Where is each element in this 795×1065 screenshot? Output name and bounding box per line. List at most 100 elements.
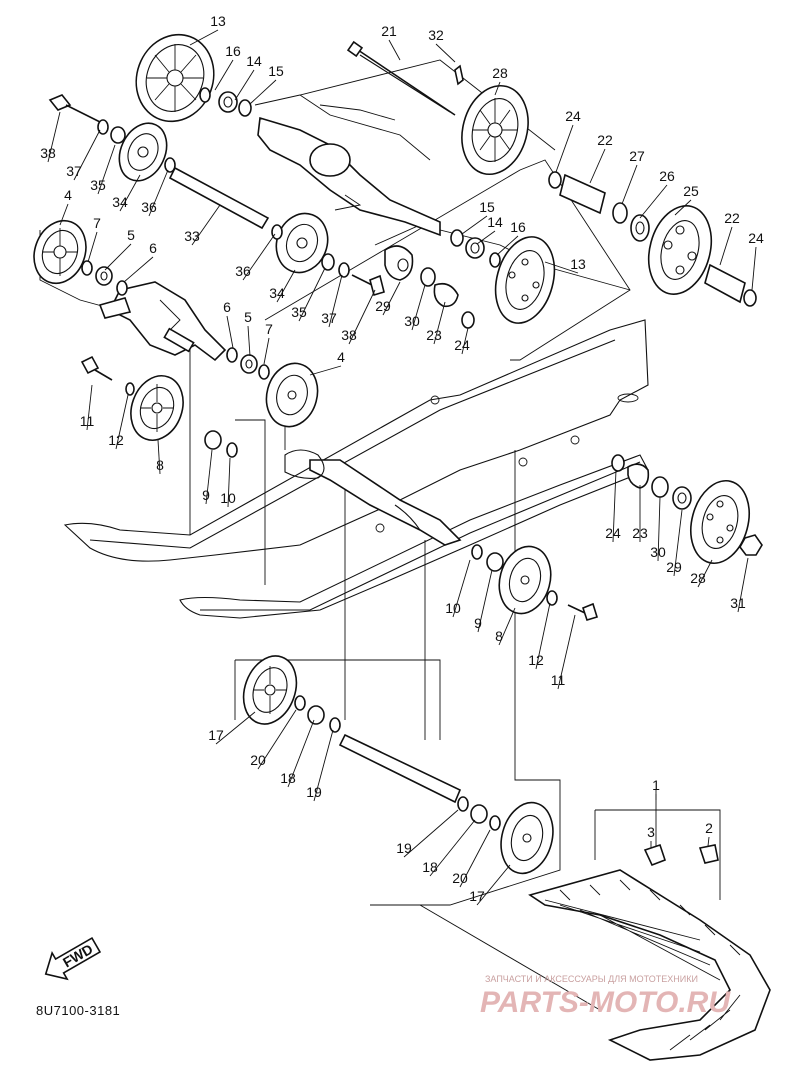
- callout-label-26: 26: [659, 168, 675, 184]
- shaft-33: [168, 166, 270, 230]
- callout-label-7: 7: [93, 215, 101, 231]
- callout-leader-35: [298, 267, 326, 322]
- callout-leader-31: [737, 557, 749, 613]
- callout-label-14: 14: [246, 53, 262, 69]
- callout-leader-36: [148, 169, 169, 217]
- fwd-arrow: FWD: [44, 936, 102, 981]
- callout-leader-10: [452, 559, 471, 618]
- center-shaft: [284, 449, 462, 546]
- callout-label-6: 6: [223, 299, 231, 315]
- wheel-13-top: [135, 33, 215, 123]
- callout-leader-16: [214, 59, 234, 91]
- callout-leader-23: [433, 301, 446, 345]
- callout-leader-6: [226, 315, 234, 349]
- callout-leader-34: [276, 269, 296, 303]
- small-hardware: [48, 64, 763, 867]
- callout-label-28: 28: [690, 570, 706, 586]
- callout-label-30: 30: [404, 313, 420, 329]
- callout-label-25: 25: [683, 183, 699, 199]
- callout-leader-14: [234, 69, 255, 101]
- callout-leader-14: [476, 230, 496, 245]
- callout-leader-24: [555, 124, 574, 173]
- callout-leader-20: [257, 709, 297, 770]
- callout-leader-15: [249, 79, 277, 105]
- callout-leader-5: [104, 243, 132, 271]
- callout-leaders: [47, 29, 757, 906]
- callout-label-37: 37: [321, 310, 337, 326]
- callout-leader-36: [242, 233, 276, 281]
- callout-label-9: 9: [474, 615, 482, 631]
- callout-label-5: 5: [127, 227, 135, 243]
- callout-leader-17: [476, 864, 511, 906]
- callout-label-6: 6: [149, 240, 157, 256]
- callout-leader-12: [535, 602, 551, 670]
- callout-label-4: 4: [64, 187, 72, 203]
- callout-label-35: 35: [90, 177, 106, 193]
- callout-leader-21: [388, 39, 401, 61]
- callout-label-9: 9: [202, 487, 210, 503]
- callout-label-35: 35: [291, 304, 307, 320]
- callout-leader-33: [191, 204, 221, 246]
- callout-label-15: 15: [479, 199, 495, 215]
- callout-leader-8: [498, 607, 516, 646]
- callout-leader-24: [461, 327, 469, 355]
- callout-label-12: 12: [108, 432, 124, 448]
- callout-label-11: 11: [80, 413, 95, 429]
- callout-leader-28: [494, 81, 501, 96]
- callout-leader-28: [697, 559, 713, 588]
- callout-label-32: 32: [428, 27, 444, 43]
- callout-leader-29: [382, 281, 401, 316]
- callout-label-17: 17: [469, 888, 485, 904]
- callout-label-24: 24: [454, 337, 470, 353]
- callout-label-20: 20: [452, 870, 468, 886]
- callout-leader-5: [247, 325, 251, 357]
- callout-label-14: 14: [487, 214, 503, 230]
- track-belt: [528, 869, 771, 1061]
- callout-leader-25: [674, 199, 692, 216]
- callout-leader-4: [59, 203, 69, 226]
- callout-leader-37: [73, 129, 101, 181]
- callout-leader-38: [348, 289, 376, 345]
- callout-leader-18: [429, 819, 476, 877]
- slide-rail-lower: [179, 454, 649, 619]
- callout-label-13: 13: [570, 256, 586, 272]
- document-code: 8U7100-3181: [36, 1003, 120, 1018]
- callout-leader-13: [189, 29, 219, 46]
- callout-leader-30: [657, 496, 661, 562]
- callout-leader-26: [639, 184, 668, 219]
- callout-label-38: 38: [341, 327, 357, 343]
- wheel-17-left: [242, 655, 298, 725]
- callout-leader-34: [119, 174, 141, 212]
- callout-label-19: 19: [306, 784, 322, 800]
- rear-arm: [98, 281, 227, 362]
- callout-label-34: 34: [269, 285, 285, 301]
- callout-leader-4: [309, 365, 342, 376]
- callout-label-34: 34: [112, 194, 128, 210]
- wheel-28-right: [690, 479, 750, 565]
- callout-label-33: 33: [184, 228, 200, 244]
- callout-leader-29: [673, 509, 683, 577]
- callout-label-24: 24: [748, 230, 764, 246]
- callout-leader-15: [461, 215, 488, 235]
- wheel-4-mid: [265, 362, 319, 428]
- callout-label-20: 20: [250, 752, 266, 768]
- callout-leader-17: [215, 711, 256, 745]
- wheel-25: [647, 205, 713, 295]
- callout-label-8: 8: [495, 628, 503, 644]
- callout-label-17: 17: [208, 727, 224, 743]
- callout-leader-20: [459, 829, 491, 888]
- callout-leader-2: [707, 836, 710, 847]
- wheel-4-left: [33, 219, 87, 285]
- callout-label-24: 24: [565, 108, 581, 124]
- callout-leader-30: [411, 284, 426, 331]
- callout-label-19: 19: [396, 840, 412, 856]
- slide-rail-upper: [63, 319, 649, 562]
- callout-leader-13: [544, 261, 579, 274]
- shaft-21: [346, 40, 456, 116]
- callout-label-21: 21: [381, 23, 397, 39]
- callout-label-18: 18: [280, 770, 296, 786]
- callout-label-2: 2: [705, 820, 713, 836]
- callout-label-8: 8: [156, 457, 164, 473]
